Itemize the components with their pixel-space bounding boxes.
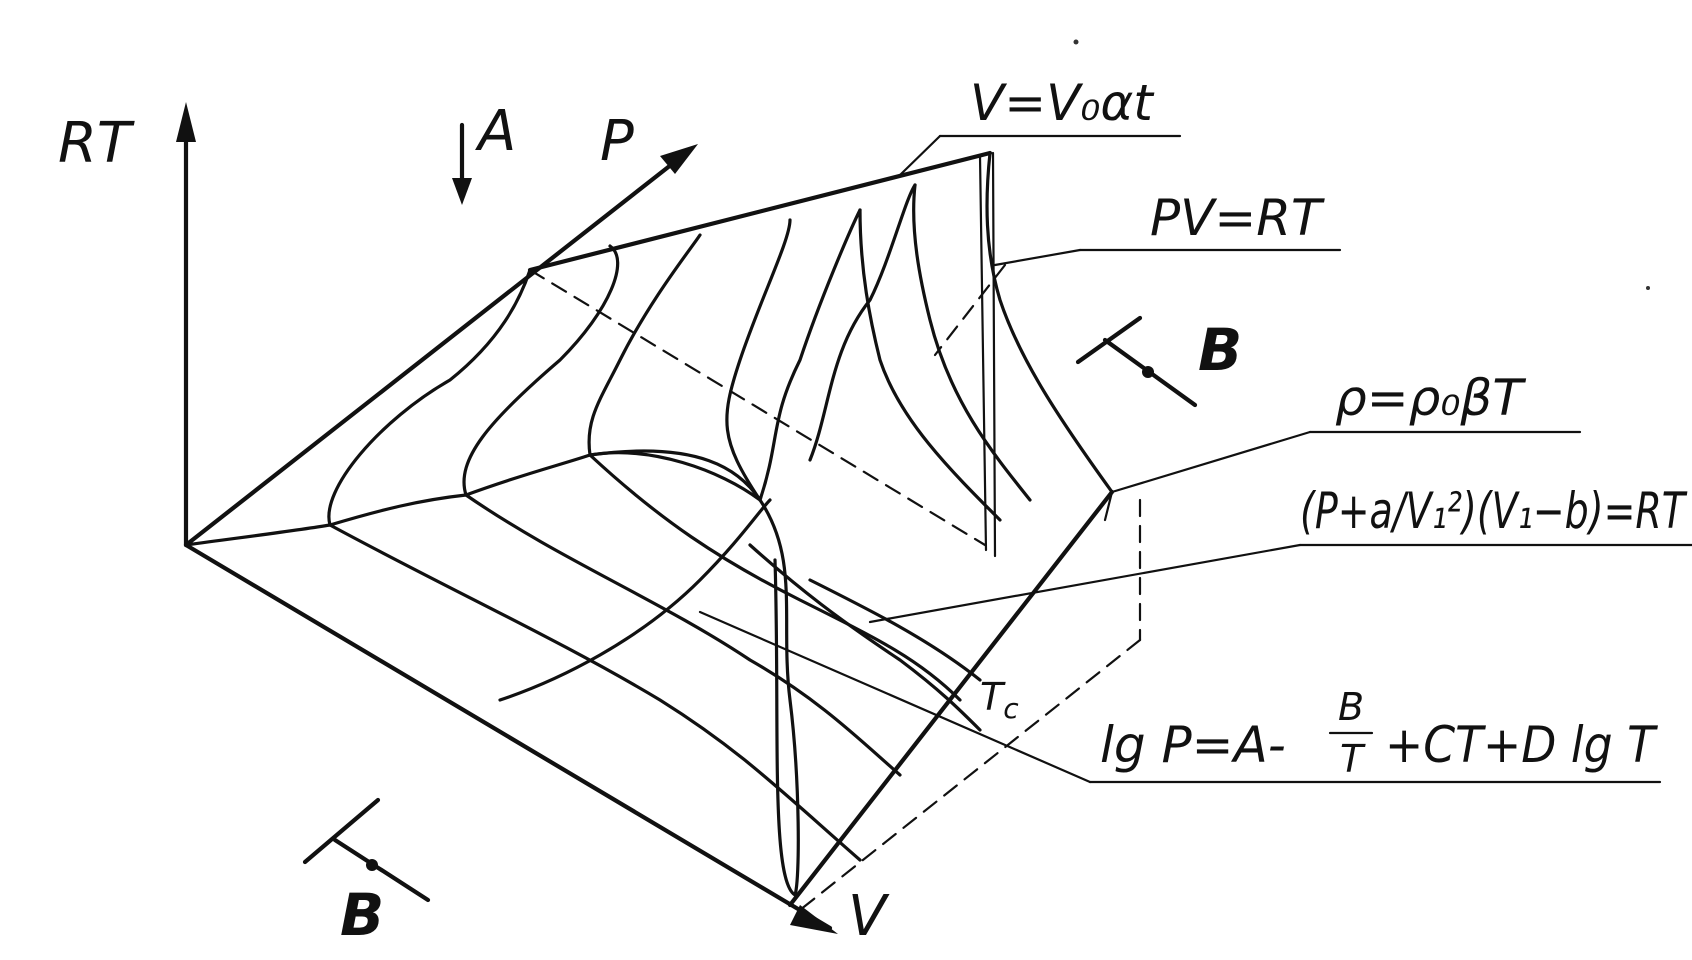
leader-lines bbox=[698, 134, 1692, 784]
scan-speck bbox=[1073, 39, 1079, 45]
view-marker-right-label: B bbox=[1198, 316, 1242, 384]
view-marker-top-label: A bbox=[475, 99, 516, 164]
equation-vapor-pressure-rhs: +CT+D lg T bbox=[1385, 716, 1658, 774]
v-axis-label: V bbox=[848, 884, 890, 949]
surface-grid-lines bbox=[328, 453, 982, 862]
hidden-edges bbox=[528, 263, 1142, 912]
equation-vapor-pressure-lhs: lg P=A- bbox=[1100, 716, 1286, 774]
equation-density: ρ=ρ₀βT bbox=[1335, 369, 1526, 427]
surface-outline bbox=[527, 150, 1115, 908]
p-axis-arrowhead bbox=[660, 144, 698, 174]
equation-vapor-pressure-denominator: T bbox=[1340, 737, 1366, 781]
p-axis bbox=[183, 144, 698, 548]
view-marker-bottom: B bbox=[302, 797, 431, 949]
scan-speck bbox=[1646, 286, 1650, 290]
view-marker-top: A bbox=[452, 99, 516, 205]
equation-vapor-pressure-numerator: B bbox=[1338, 685, 1364, 729]
equation-ideal-gas: PV=RT bbox=[1150, 189, 1325, 247]
view-marker-right: B bbox=[1075, 315, 1242, 408]
rt-axis bbox=[176, 102, 196, 548]
equation-van-der-waals: (P+a/V₁²)(V₁−b)=RT bbox=[1300, 482, 1688, 540]
rt-axis-label: RT bbox=[58, 111, 135, 176]
v-axis bbox=[183, 542, 838, 934]
isotherm-curves bbox=[184, 151, 1114, 897]
v-axis-arrowhead bbox=[790, 905, 838, 934]
critical-point-t: T bbox=[980, 675, 1006, 719]
equation-vapor-pressure: lg P=A- B T +CT+D lg T bbox=[1100, 685, 1658, 781]
equation-volume-expansion: V=V₀αt bbox=[970, 74, 1155, 132]
critical-point-sub: c bbox=[1003, 692, 1019, 725]
critical-point-label: Tc bbox=[980, 675, 1019, 725]
rt-axis-arrowhead bbox=[176, 102, 196, 142]
p-axis-label: P bbox=[600, 109, 634, 174]
view-marker-bottom-label: B bbox=[340, 881, 384, 949]
